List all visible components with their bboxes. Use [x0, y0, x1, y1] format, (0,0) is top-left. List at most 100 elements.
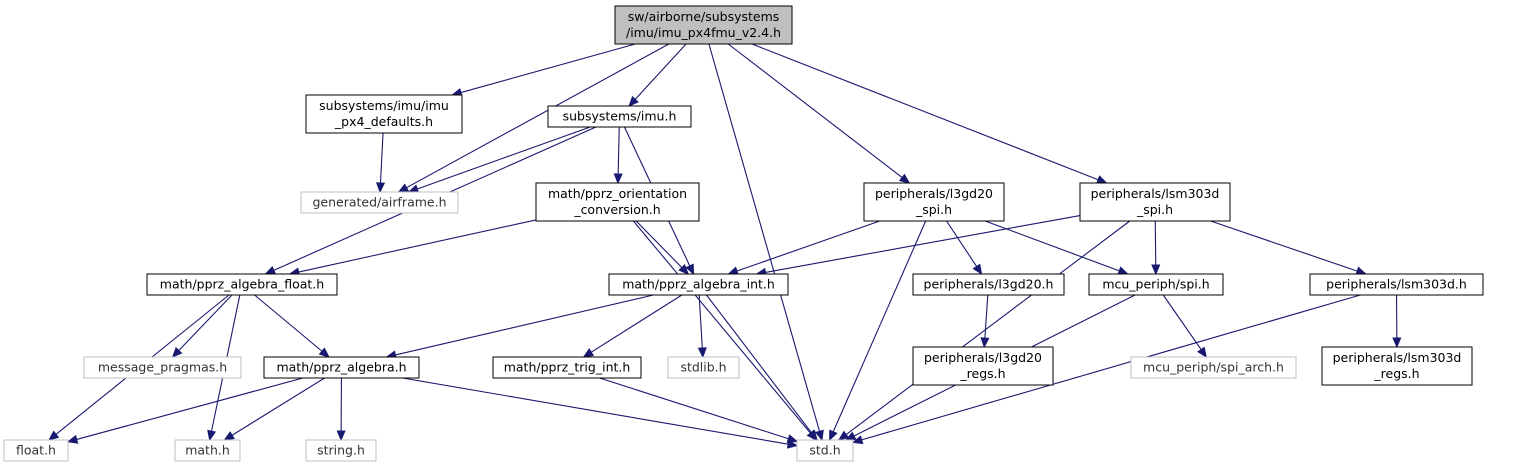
node-box-std_h [796, 439, 854, 462]
edge-orientation-to-algebra_int [635, 220, 683, 268]
arrowhead-algebra_int-to-std_h [807, 429, 818, 442]
arrowhead-root-to-l3gd20_spi [898, 173, 911, 184]
node-algebra[interactable]: math/pprz_algebra.h [263, 356, 420, 379]
node-std_h: std.h [796, 439, 854, 462]
arrowhead-l3gd20_spi-to-std_h [829, 429, 838, 442]
arrowhead-trig_int-to-std_h [786, 434, 799, 443]
arrowhead-l3gd20_spi-to-l3gd20 [972, 263, 983, 276]
edge-algebra-to-math_h [231, 377, 325, 436]
node-trig_int[interactable]: math/pprz_trig_int.h [492, 356, 642, 379]
node-box-algebra_int [608, 273, 789, 296]
node-box-math_h [174, 439, 241, 462]
node-label-lsm303d_regs-line-1: _regs.h [1373, 366, 1419, 381]
node-lsm303d[interactable]: peripherals/lsm303d.h [1309, 273, 1484, 296]
edge-lsm303d-to-std_h [861, 294, 1361, 441]
arrowhead-lsm303d_spi-to-std_h [837, 430, 850, 441]
arrowhead-algebra_float-to-float_h [48, 430, 60, 441]
node-box-lsm303d_regs [1321, 346, 1473, 386]
node-label-algebra_float-line-0: math/pprz_algebra_float.h [160, 277, 324, 292]
node-box-spi_arch [1130, 356, 1297, 379]
node-lsm303d_spi[interactable]: peripherals/lsm303d_spi.h [1079, 182, 1231, 222]
edge-root-to-imu_h [634, 43, 687, 100]
node-box-root [614, 5, 793, 45]
node-label-l3gd20_spi-line-1: _spi.h [915, 202, 952, 217]
node-box-lsm303d [1309, 273, 1484, 296]
node-string_h: string.h [305, 439, 377, 462]
node-box-airframe [300, 191, 459, 214]
node-orientation[interactable]: math/pprz_orientation_conversion.h [535, 182, 700, 222]
edge-l3gd20-to-l3gd20_regs [984, 294, 989, 339]
edge-px4_defaults-to-airframe [379, 132, 384, 184]
node-box-msg_pragmas [83, 356, 242, 379]
node-box-l3gd20_spi [863, 182, 1005, 222]
edge-algebra_float-to-algebra [254, 294, 323, 352]
node-airframe: generated/airframe.h [300, 191, 459, 214]
node-l3gd20[interactable]: peripherals/l3gd20.h [912, 273, 1065, 296]
node-label-orientation-line-1: _conversion.h [573, 202, 660, 217]
node-label-lsm303d_spi-line-1: _spi.h [1136, 202, 1173, 217]
node-spi[interactable]: mcu_periph/spi.h [1088, 273, 1224, 296]
node-label-float_h-line-0: float.h [16, 443, 56, 458]
edge-algebra-to-float_h [76, 377, 303, 440]
node-label-lsm303d-line-0: peripherals/lsm303d.h [1326, 277, 1467, 292]
arrowhead-imu_h-to-orientation [613, 173, 623, 185]
node-algebra_float[interactable]: math/pprz_algebra_float.h [146, 273, 338, 296]
node-box-l3gd20_regs [912, 346, 1054, 386]
node-root[interactable]: sw/airborne/subsystems/imu/imu_px4fmu_v2… [614, 5, 793, 45]
node-float_h: float.h [3, 439, 69, 462]
edge-orientation-to-algebra_float [298, 219, 537, 273]
edge-lsm303d_spi-to-algebra_int [765, 215, 1081, 273]
arrowhead-l3gd20_spi-to-spi [1117, 266, 1129, 275]
node-label-string_h-line-0: string.h [317, 443, 365, 458]
node-label-l3gd20_regs-line-0: peripherals/l3gd20 [924, 350, 1042, 365]
node-label-l3gd20_spi-line-0: peripherals/l3gd20 [875, 186, 993, 201]
node-box-float_h [3, 439, 69, 462]
node-box-orientation [535, 182, 700, 222]
node-algebra_int[interactable]: math/pprz_algebra_int.h [608, 273, 789, 296]
arrowhead-algebra_float-to-algebra [318, 347, 330, 358]
node-label-msg_pragmas-line-0: message_pragmas.h [98, 360, 227, 375]
node-box-l3gd20 [912, 273, 1065, 296]
node-lsm303d_regs[interactable]: peripherals/lsm303d_regs.h [1321, 346, 1473, 386]
arrowhead-algebra-to-float_h [66, 434, 79, 444]
edge-algebra_int-to-stdlib [698, 294, 703, 349]
node-label-spi-line-0: mcu_periph/spi.h [1102, 277, 1209, 292]
arrowhead-px4_defaults-to-airframe [375, 182, 386, 194]
arrowhead-imu_h-to-algebra_int [685, 263, 695, 276]
node-layer: sw/airborne/subsystems/imu/imu_px4fmu_v2… [3, 5, 1484, 462]
arrowhead-algebra-to-string_h [336, 430, 346, 442]
arrowhead-root-to-std_h [815, 429, 824, 442]
arrowhead-imu_h-to-algebra_float [264, 265, 277, 275]
node-px4_defaults[interactable]: subsystems/imu/imu_px4_defaults.h [305, 94, 463, 134]
node-box-lsm303d_spi [1079, 182, 1231, 222]
node-label-lsm303d_spi-line-0: peripherals/lsm303d [1091, 186, 1220, 201]
node-label-orientation-line-0: math/pprz_orientation [548, 186, 687, 201]
edge-imu_h-to-airframe [417, 126, 591, 190]
node-label-algebra-line-0: math/pprz_algebra.h [276, 360, 406, 375]
node-label-imu_h-line-0: subsystems/imu.h [563, 109, 677, 124]
node-label-algebra_int-line-0: math/pprz_algebra_int.h [622, 277, 775, 292]
arrowhead-lsm303d-to-lsm303d_regs [1392, 337, 1402, 349]
arrowhead-algebra_float-to-math_h [207, 429, 217, 442]
arrowhead-algebra_int-to-trig_int [582, 348, 595, 358]
node-label-trig_int-line-0: math/pprz_trig_int.h [504, 360, 631, 375]
arrowhead-l3gd20-to-l3gd20_regs [980, 337, 990, 349]
edge-algebra_float-to-msg_pragmas [178, 294, 233, 351]
node-label-root-line-0: sw/airborne/subsystems [628, 9, 780, 24]
node-box-imu_h [547, 105, 692, 128]
arrowhead-root-to-lsm303d_spi [1096, 175, 1108, 184]
node-l3gd20_spi[interactable]: peripherals/l3gd20_spi.h [863, 182, 1005, 222]
node-box-trig_int [492, 356, 642, 379]
node-label-std_h-line-0: std.h [809, 443, 840, 458]
arrowhead-lsm303d-to-std_h [851, 435, 864, 445]
node-label-px4_defaults-line-1: _px4_defaults.h [334, 114, 433, 129]
node-l3gd20_regs[interactable]: peripherals/l3gd20_regs.h [912, 346, 1054, 386]
node-label-spi_arch-line-0: mcu_periph/spi_arch.h [1143, 360, 1284, 375]
node-label-l3gd20_regs-line-1: _regs.h [959, 366, 1005, 381]
node-label-math_h-line-0: math.h [185, 443, 230, 458]
node-box-string_h [305, 439, 377, 462]
node-imu_h[interactable]: subsystems/imu.h [547, 105, 692, 128]
edge-layer [48, 43, 1402, 449]
node-msg_pragmas: message_pragmas.h [83, 356, 242, 379]
